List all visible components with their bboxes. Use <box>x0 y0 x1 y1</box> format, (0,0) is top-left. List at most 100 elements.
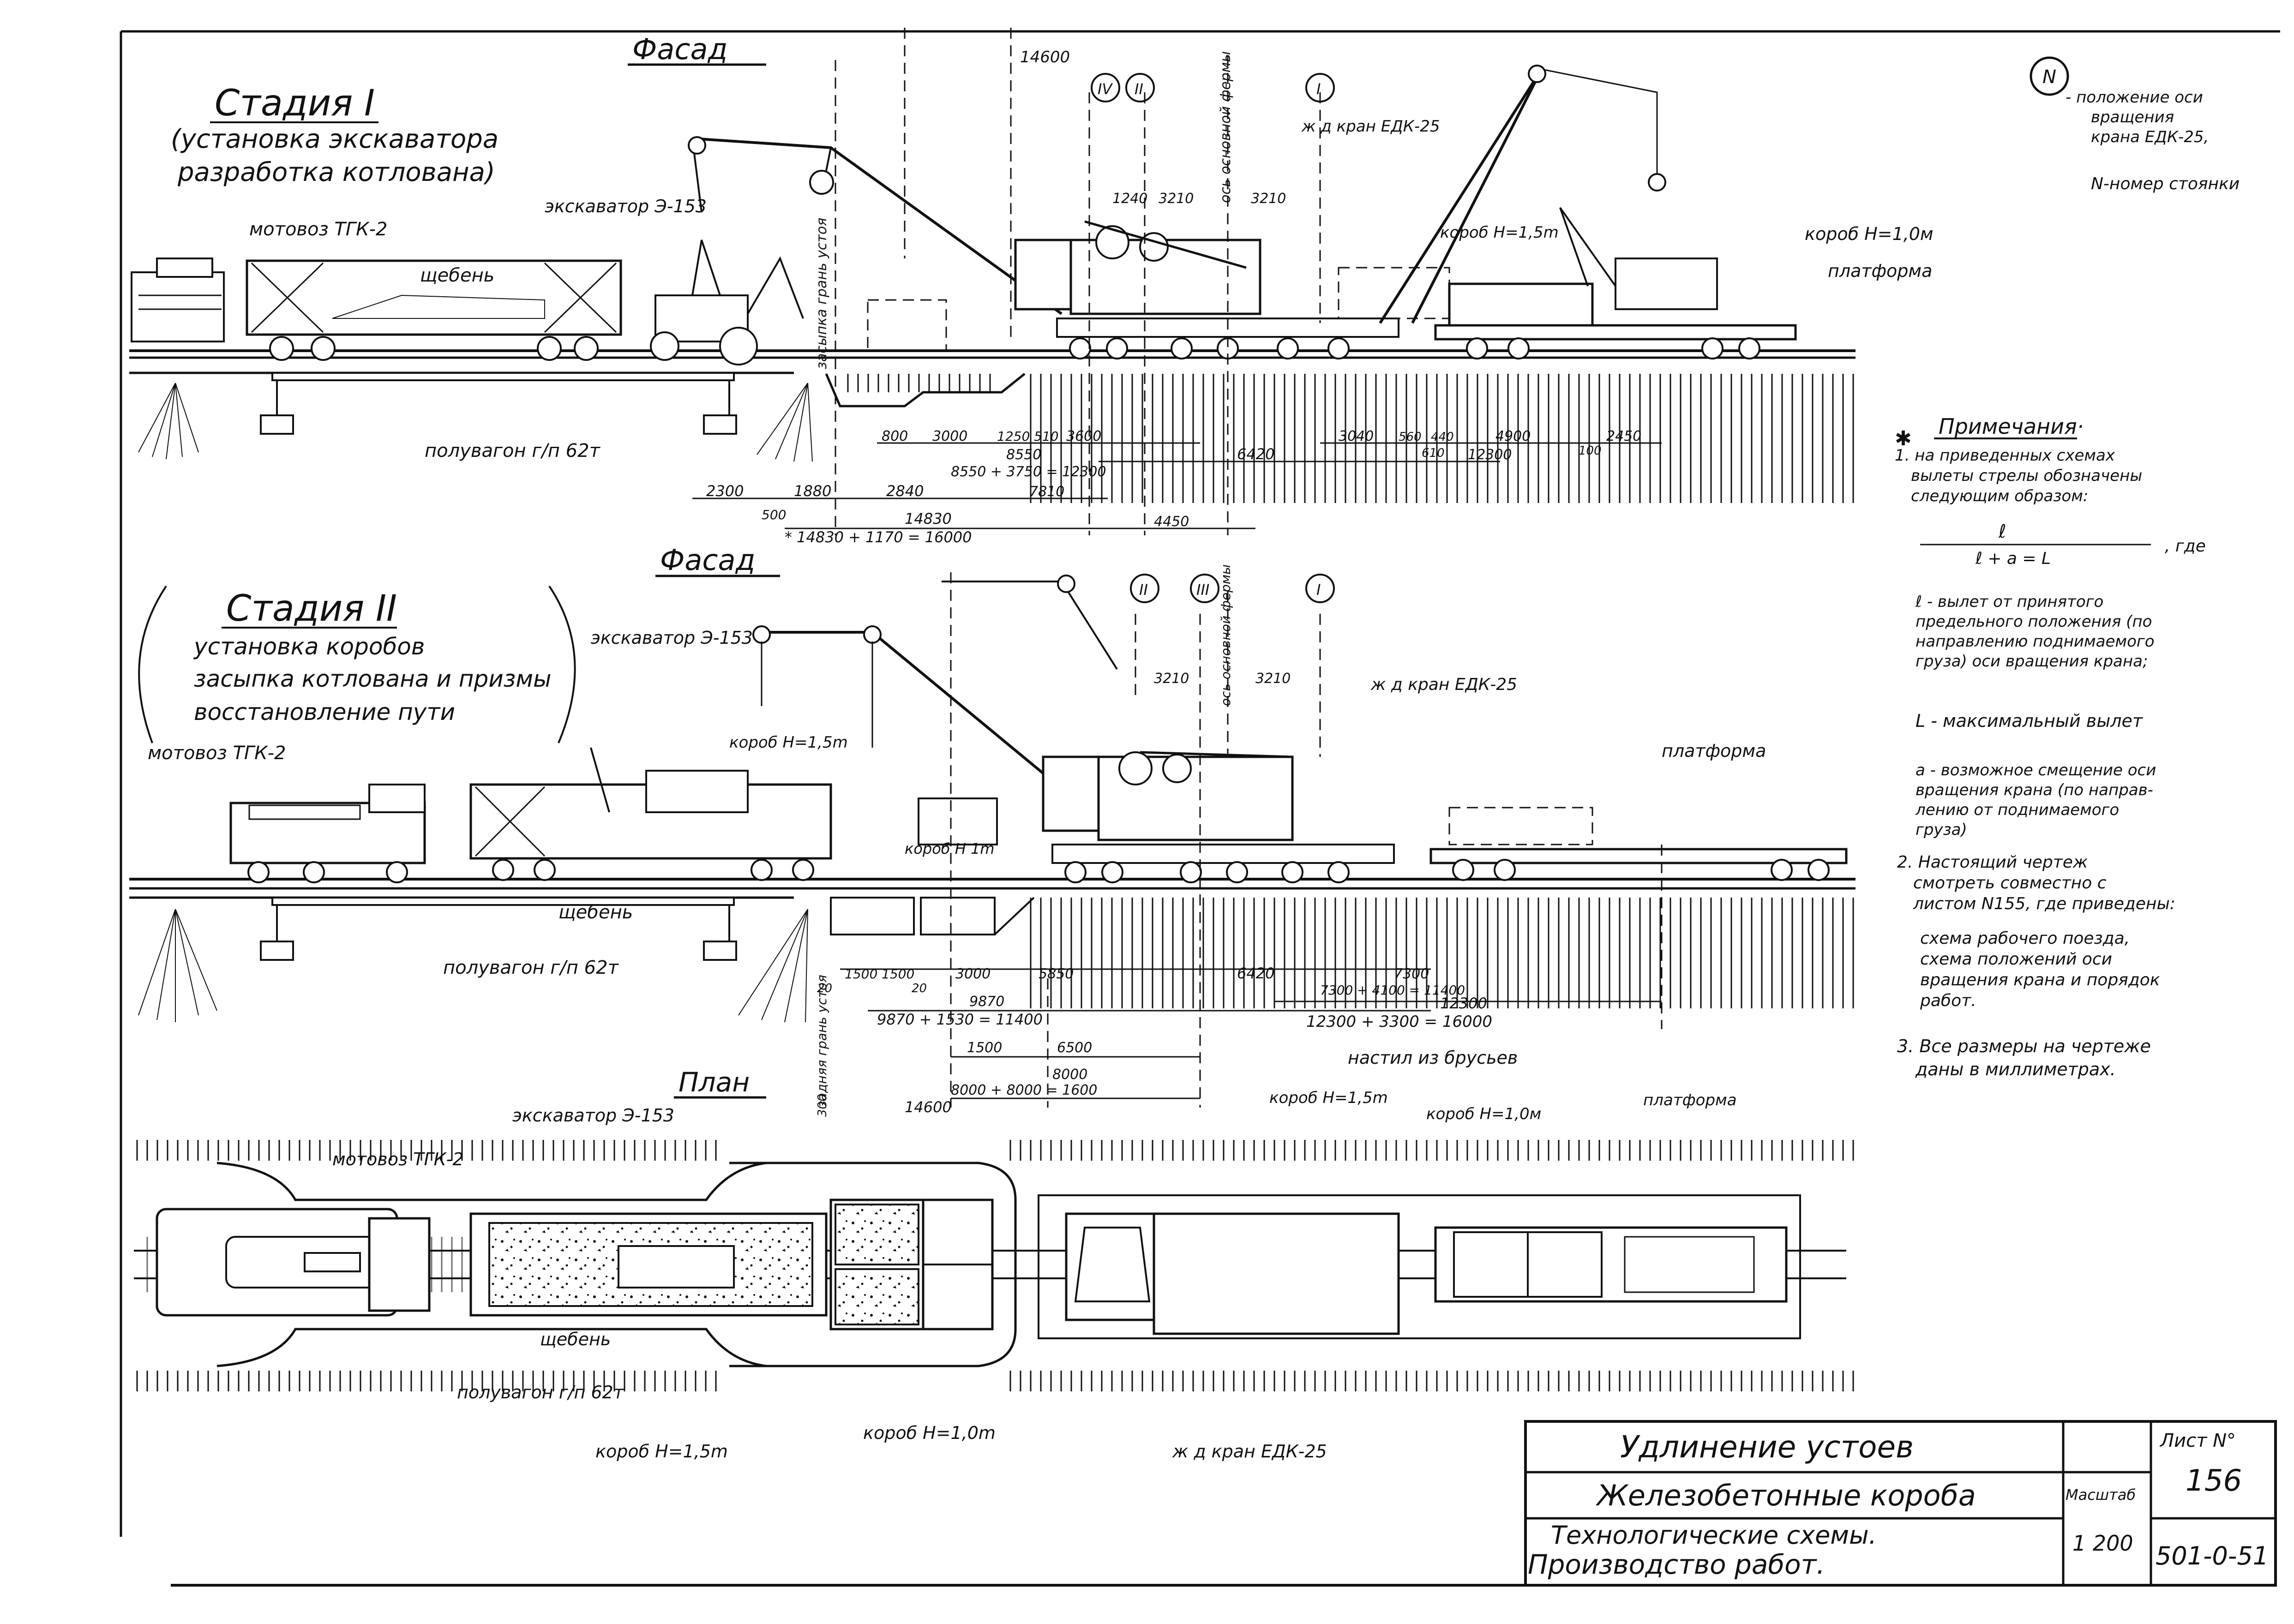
dim: 1500 <box>967 1040 1002 1056</box>
legend-line2: вращения <box>2091 108 2174 126</box>
dim: 8550 <box>1006 447 1041 463</box>
dim: 8000 + 8000 = 1600 <box>951 1082 1097 1098</box>
roman-6: I <box>1316 581 1321 599</box>
label-car-1: полувагон г/п 62т <box>425 440 601 461</box>
note-l2: предельного положения (по <box>1916 612 2152 631</box>
fraction-where: , где <box>2165 537 2206 556</box>
dim: 3210 <box>1154 671 1189 687</box>
label-box15-3b: короб H=1,5m <box>1269 1089 1388 1107</box>
notes: ✱ Примечания· 1. на приведенных схемах в… <box>1895 414 2206 1079</box>
dim: 560 <box>1399 430 1422 444</box>
label-abutment-1: засыпка грань устоя <box>814 218 830 369</box>
dim: 1500 <box>845 966 877 982</box>
legend: N - положение оси вращения крана ЕДК-25,… <box>2030 56 2240 193</box>
stand-marker <box>1091 73 1120 102</box>
dim: 14600 <box>1020 48 1070 66</box>
dim: 1880 <box>794 482 831 500</box>
scale-value: 1 200 <box>2072 1531 2133 1556</box>
dim: 20 <box>912 982 927 995</box>
stage2-line3: восстановление пути <box>194 699 455 725</box>
title-desc-1: Технологические схемы. <box>1551 1521 1877 1550</box>
dim: 20 <box>817 982 832 995</box>
dim: 3040 <box>1339 428 1374 444</box>
title-sub: Железобетонные короба <box>1595 1479 1976 1512</box>
label-box10-2: короб H 1m <box>905 840 994 857</box>
dim: 5850 <box>1039 966 1074 982</box>
label-axis-1: ось основной фермы <box>1218 51 1234 203</box>
legend-line4: N-номер стоянки <box>2091 174 2240 193</box>
label-box10-3a: короб H=1,0m <box>863 1423 996 1443</box>
dim: 2300 <box>706 482 744 500</box>
note-l4: груза) оси вращения крана; <box>1916 652 2148 671</box>
notes-star: ✱ <box>1895 427 1912 450</box>
label-excavator-2: экскаватор Э-153 <box>591 628 753 648</box>
fraction-top: ℓ <box>1998 521 2006 542</box>
label-deck: настил из брусьев <box>1348 1048 1518 1068</box>
label-box15-2: короб H=1,5m <box>729 733 848 752</box>
facade1-texts: Фасад Стадия I (установка экскаватора ра… <box>171 32 1934 546</box>
dim: 2840 <box>886 482 924 500</box>
dim: 3000 <box>932 428 967 444</box>
label-platform-2: платформа <box>1662 741 1766 761</box>
stand-marker <box>1130 574 1159 603</box>
roman-2: II <box>1135 80 1143 98</box>
note-a2: вращения крана (по направ- <box>1916 781 2153 799</box>
section-title-plan: План <box>679 1067 750 1098</box>
dim: 14600 <box>905 1098 952 1116</box>
note-2b: смотреть совместно с <box>1913 874 2107 893</box>
dim: 6420 <box>1237 445 1274 463</box>
label-gravel-1: щебень <box>420 265 494 286</box>
dim: 4450 <box>1154 514 1189 530</box>
sheet-number: 156 <box>2186 1464 2242 1498</box>
note-2c: листом N155, где приведены: <box>1913 894 2175 913</box>
stage2-line2: засыпка котлована и призмы <box>194 665 552 692</box>
stand-marker <box>1125 73 1155 102</box>
label-crane-2: ж д кран ЕДК-25 <box>1370 675 1517 694</box>
scale-label: Масштаб <box>2066 1486 2136 1504</box>
legend-line1: - положение оси <box>2066 88 2203 107</box>
dim: 1250 <box>997 429 1030 444</box>
label-gravel-3: щебень <box>540 1329 611 1349</box>
note-3b: даны в миллиметрах. <box>1915 1059 2116 1079</box>
label-box10-3b: короб H=1,0м <box>1426 1105 1541 1123</box>
note-a4: груза) <box>1916 821 1967 839</box>
dim: 440 <box>1431 430 1454 444</box>
dim: 3210 <box>1255 671 1291 687</box>
note-a3: лению от поднимаемого <box>1915 801 2119 819</box>
dim: 510 <box>1034 429 1058 444</box>
title-block: Удлинение устоев Железобетонные короба Т… <box>1524 1420 2277 1587</box>
dim: 1240 <box>1112 191 1147 207</box>
dim: * 14830 + 1170 = 16000 <box>785 528 972 546</box>
label-motovoz-1: мотовоз ТГК-2 <box>249 219 387 240</box>
stage2-line1: установка коробов <box>193 633 425 660</box>
stage2-title: Стадия II <box>226 588 397 629</box>
label-box15-1: короб H=1,5m <box>1440 223 1559 242</box>
dim: 500 <box>762 507 786 522</box>
dim: 7300 <box>1394 966 1429 982</box>
legend-line3: крана ЕДК-25, <box>2091 128 2209 146</box>
dim: 800 <box>882 428 908 444</box>
note-1a: 1. на приведенных схемах <box>1895 446 2115 465</box>
facade-stage-2 <box>129 572 1856 1108</box>
notes-title: Примечания· <box>1939 414 2084 439</box>
dim: 12300 <box>1440 995 1487 1012</box>
dim: 12300 <box>1468 447 1512 463</box>
dim: 3210 <box>1251 191 1286 207</box>
dim: 8000 <box>1052 1067 1087 1083</box>
note-2e: схема положений оси <box>1920 950 2112 969</box>
dim: 14830 <box>905 510 952 527</box>
title-main: Удлинение устоев <box>1620 1429 1914 1465</box>
facade2-texts: Фасад Стадия II установка коробов засыпк… <box>138 543 1766 1117</box>
dim: 3210 <box>1159 191 1194 207</box>
section-title-facade-2: Фасад <box>660 543 755 577</box>
plan-view <box>134 1140 1856 1391</box>
label-gravel-2: щебень <box>558 902 633 923</box>
roman-5: III <box>1196 581 1209 599</box>
note-a1: a - возможное смещение оси <box>1916 761 2156 779</box>
note-3a: 3. Все размеры на чертеже <box>1897 1036 2151 1056</box>
fraction-bottom: ℓ + a = L <box>1975 549 2051 568</box>
label-motovoz-2: мотовоз ТГК-2 <box>148 743 286 764</box>
note-l1: ℓ - вылет от принятого <box>1915 593 2103 611</box>
dim: 9870 + 1530 = 11400 <box>877 1011 1043 1028</box>
